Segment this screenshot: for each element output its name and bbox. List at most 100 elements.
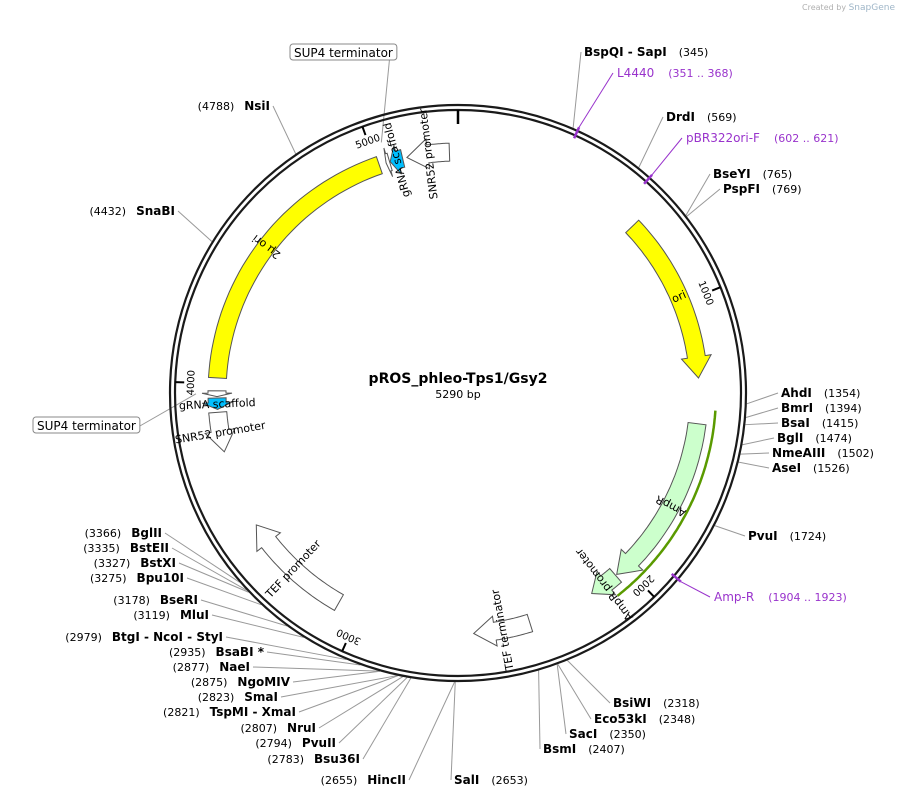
site-leader — [171, 547, 248, 591]
site-naei: NaeI(2877) — [173, 660, 250, 674]
site-bseyi: BseYI(765) — [713, 167, 792, 181]
site-leader — [738, 461, 770, 469]
boxed-label-leader — [139, 393, 197, 427]
ampr-primer-bar — [616, 410, 717, 597]
site-name: BstEII — [130, 541, 169, 555]
site-leader — [177, 210, 213, 242]
site-leader — [538, 670, 541, 750]
boxed-label-sup4-terminator: SUP4 terminator — [32, 416, 141, 434]
site-position: (2783) — [267, 753, 304, 766]
site-labels: BspQI - SapI(345)DrdI(569)BseYI(765)PspF… — [32, 43, 874, 787]
site-name: PspFI — [723, 182, 760, 196]
site-position: (3275) — [90, 572, 127, 585]
primer-range-1: (602 .. 621) — [774, 132, 839, 145]
site-position: (2821) — [163, 706, 200, 719]
primer-leader-0 — [578, 72, 614, 128]
feature-2u-ori — [207, 156, 383, 380]
site-name: NgoMIV — [237, 675, 290, 689]
site-pvui: PvuI (1724) — [748, 529, 826, 543]
site-leader — [572, 51, 582, 128]
site-bspqi: BspQI - SapI(345) — [584, 45, 708, 59]
site-pspfi: PspFI(769) — [723, 182, 802, 196]
site-snabi: SnaBI (4432) — [90, 204, 175, 218]
site-name: BseRI — [160, 593, 198, 607]
site-leader — [200, 599, 288, 627]
site-leader — [266, 651, 361, 666]
site-position: (2655) — [321, 774, 358, 787]
feature-tef-promoter — [255, 524, 345, 612]
site-position: (1502) — [837, 447, 874, 460]
site-name: HincII — [367, 773, 406, 787]
site-name: PvuI — [748, 529, 778, 543]
site-position: (345) — [679, 46, 709, 59]
primer-leader-1 — [651, 137, 683, 176]
site-name: SnaBI — [136, 204, 175, 218]
site-leader — [685, 173, 711, 216]
tick-3000 — [341, 642, 347, 652]
site-bsmi: BsmI(2407) — [543, 742, 625, 756]
site-leader — [686, 188, 721, 217]
site-bgli: BglI(1474) — [777, 431, 852, 445]
primer-leader-2 — [680, 581, 711, 598]
site-position: (3335) — [83, 542, 120, 555]
backbone-outer — [168, 103, 748, 683]
site-position: (1394) — [825, 402, 862, 415]
site-bpu10i: Bpu10I (3275) — [90, 571, 184, 585]
site-name: Bpu10I — [137, 571, 184, 585]
site-name: DrdI — [666, 110, 695, 124]
site-position: (2979) — [65, 631, 102, 644]
watermark-prefix: Created by — [802, 3, 847, 12]
feature-grna-scaffold-2 — [389, 144, 406, 175]
site-name: NmeAIII — [772, 446, 825, 460]
primer-mark-0 — [572, 126, 581, 139]
site-name: TspMI - XmaI — [210, 705, 296, 719]
site-position: (1415) — [822, 417, 859, 430]
site-position: (4432) — [90, 205, 127, 218]
site-position: (2318) — [663, 697, 700, 710]
site-position: (2935) — [169, 646, 206, 659]
tick-2000 — [647, 589, 655, 598]
site-name: BglI — [777, 431, 803, 445]
site-leader — [186, 577, 262, 606]
site-position: (2653) — [491, 774, 528, 787]
site-leader — [556, 664, 567, 735]
site-name: NruI — [287, 721, 316, 735]
tick-1000 — [711, 286, 721, 292]
primer-mark-1 — [643, 173, 653, 185]
site-bsai: BsaI(1415) — [781, 416, 858, 430]
primer-mark-2 — [670, 572, 682, 583]
tick-5000 — [361, 126, 367, 136]
site-name: Bsu36I — [314, 752, 360, 766]
feature-label-ori: ori — [670, 288, 688, 306]
site-leader — [714, 525, 746, 537]
boxed-label-frame — [289, 43, 398, 61]
site-btgi: BtgI - NcoI - StyI (2979) — [65, 630, 223, 644]
site-nrui: NruI(2807) — [240, 721, 316, 735]
site-name: BglII — [131, 526, 162, 540]
watermark-brand: SnapGene — [848, 3, 895, 13]
site-leader — [408, 681, 456, 781]
site-leader — [638, 116, 664, 168]
site-name: AseI — [772, 461, 801, 475]
primer-label-0: L4440 — [617, 66, 654, 80]
feature-snr52-promoter — [204, 411, 236, 453]
site-position: (3327) — [94, 557, 131, 570]
site-leader — [740, 452, 770, 455]
feature-ampr-promoter — [591, 567, 623, 596]
site-bmri: BmrI(1394) — [781, 401, 862, 415]
site-position: (1724) — [790, 530, 827, 543]
primer-label-2: Amp-R — [714, 590, 754, 604]
site-position: (2348) — [659, 713, 696, 726]
site-position: (2823) — [198, 691, 235, 704]
site-name: BtgI - NcoI - StyI — [112, 630, 223, 644]
site-name: BstXI — [140, 556, 176, 570]
feature-ori — [625, 219, 713, 379]
site-nsii: NsiI(4788) — [198, 99, 270, 113]
site-leader — [164, 532, 240, 583]
site-leader — [362, 677, 412, 760]
feature-grna-scaffold — [202, 397, 233, 410]
site-bsiwi: BsiWI(2318) — [613, 696, 700, 710]
site-position: (2794) — [255, 737, 292, 750]
site-name: AhdI — [781, 386, 812, 400]
site-leader — [338, 677, 408, 744]
